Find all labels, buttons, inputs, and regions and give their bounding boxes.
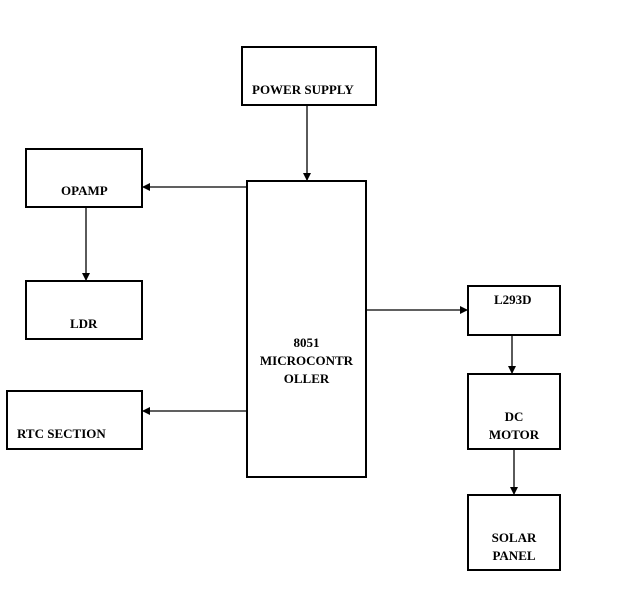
dc-motor-block	[467, 373, 561, 450]
rtc-section-block	[6, 390, 143, 450]
ldr-label: LDR	[70, 316, 98, 331]
solar-panel-block	[467, 494, 561, 571]
opamp-block	[25, 148, 143, 208]
microcontroller-label-line1: 8051	[293, 335, 320, 350]
l293d-block	[467, 285, 561, 336]
solar-panel-label-line2: PANEL	[492, 548, 536, 563]
dc-motor-label-line2: MOTOR	[488, 427, 540, 442]
solar-panel-label-line1: SOLAR	[491, 530, 537, 545]
power-supply-block	[241, 46, 377, 106]
dc-motor-label-line1: DC	[504, 409, 524, 424]
opamp-label: OPAMP	[61, 183, 108, 198]
ldr-block	[25, 280, 143, 340]
microcontroller-label-line3: OLLER	[283, 371, 330, 386]
microcontroller-block	[246, 180, 367, 478]
rtc-section-label: RTC SECTION	[17, 426, 106, 441]
l293d-label: L293D	[494, 292, 532, 307]
microcontroller-label-line2: MICROCONTR	[259, 353, 354, 368]
power-supply-label: POWER SUPPLY	[252, 82, 354, 97]
